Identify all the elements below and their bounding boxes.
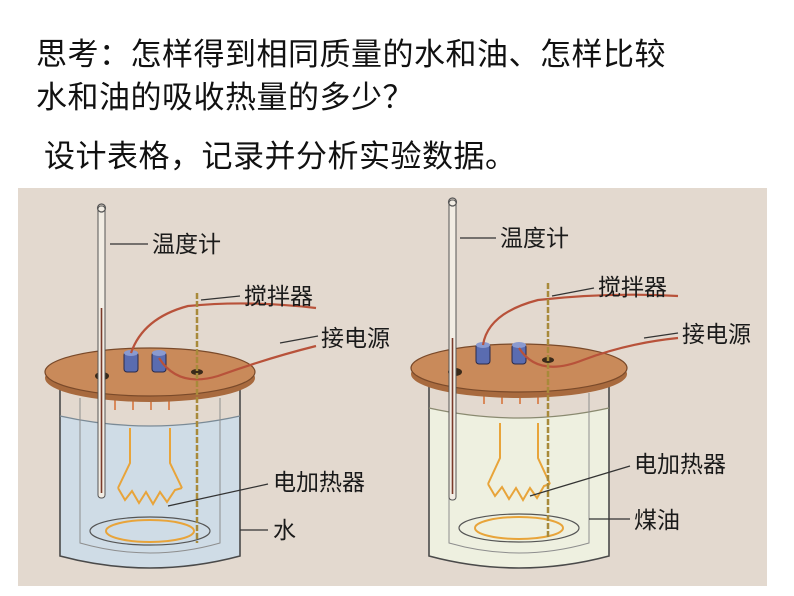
beaker-body-right bbox=[428, 378, 610, 569]
label-liquid-oil: 煤油 bbox=[634, 508, 680, 534]
water-surface bbox=[59, 415, 241, 427]
leader-lines-right bbox=[460, 237, 679, 520]
question-line-1: 思考：怎样得到相同质量的水和油、怎样比较 bbox=[36, 37, 666, 73]
beaker-bottom bbox=[89, 516, 211, 546]
beaker-body bbox=[59, 383, 241, 569]
label-stirrer-left: 搅拌器 bbox=[244, 284, 313, 310]
heater-ring-right bbox=[474, 516, 564, 540]
power-wire-lower bbox=[158, 344, 317, 381]
label-stirrer-right: 搅拌器 bbox=[598, 275, 667, 301]
power-wire-upper bbox=[129, 302, 317, 354]
beaker-bottom-right bbox=[458, 513, 580, 543]
apparatus-water bbox=[44, 203, 319, 569]
electric-heater bbox=[117, 428, 183, 506]
beaker-inner-wall bbox=[79, 398, 221, 554]
question-line-2: 水和油的吸收热量的多少？ bbox=[36, 80, 414, 116]
label-thermometer-left: 温度计 bbox=[152, 232, 221, 258]
power-wire-upper-right bbox=[481, 293, 679, 346]
label-liquid-water: 水 bbox=[273, 518, 296, 544]
power-wire-lower-right bbox=[518, 336, 679, 368]
leader-lines-left bbox=[110, 243, 319, 531]
label-heater-right: 电加热器 bbox=[634, 452, 726, 478]
label-power-left: 接电源 bbox=[321, 326, 390, 352]
beaker-inner-wall-right bbox=[448, 393, 590, 554]
label-thermometer-right: 温度计 bbox=[500, 226, 569, 252]
instruction-text: 设计表格，记录并分析实验数据。 bbox=[44, 139, 517, 175]
apparatus-oil bbox=[410, 197, 679, 569]
heater-ring bbox=[105, 519, 195, 543]
electric-heater-right bbox=[487, 423, 551, 502]
lid bbox=[44, 347, 256, 397]
label-heater-left: 电加热器 bbox=[273, 470, 365, 496]
label-power-right: 接电源 bbox=[682, 322, 751, 348]
stirrer-hole bbox=[191, 369, 203, 375]
experiment-diagram: 温度计 搅拌器 接电源 电加热器 水 温度计 搅拌器 接电源 电加热器 煤油 bbox=[18, 188, 767, 586]
